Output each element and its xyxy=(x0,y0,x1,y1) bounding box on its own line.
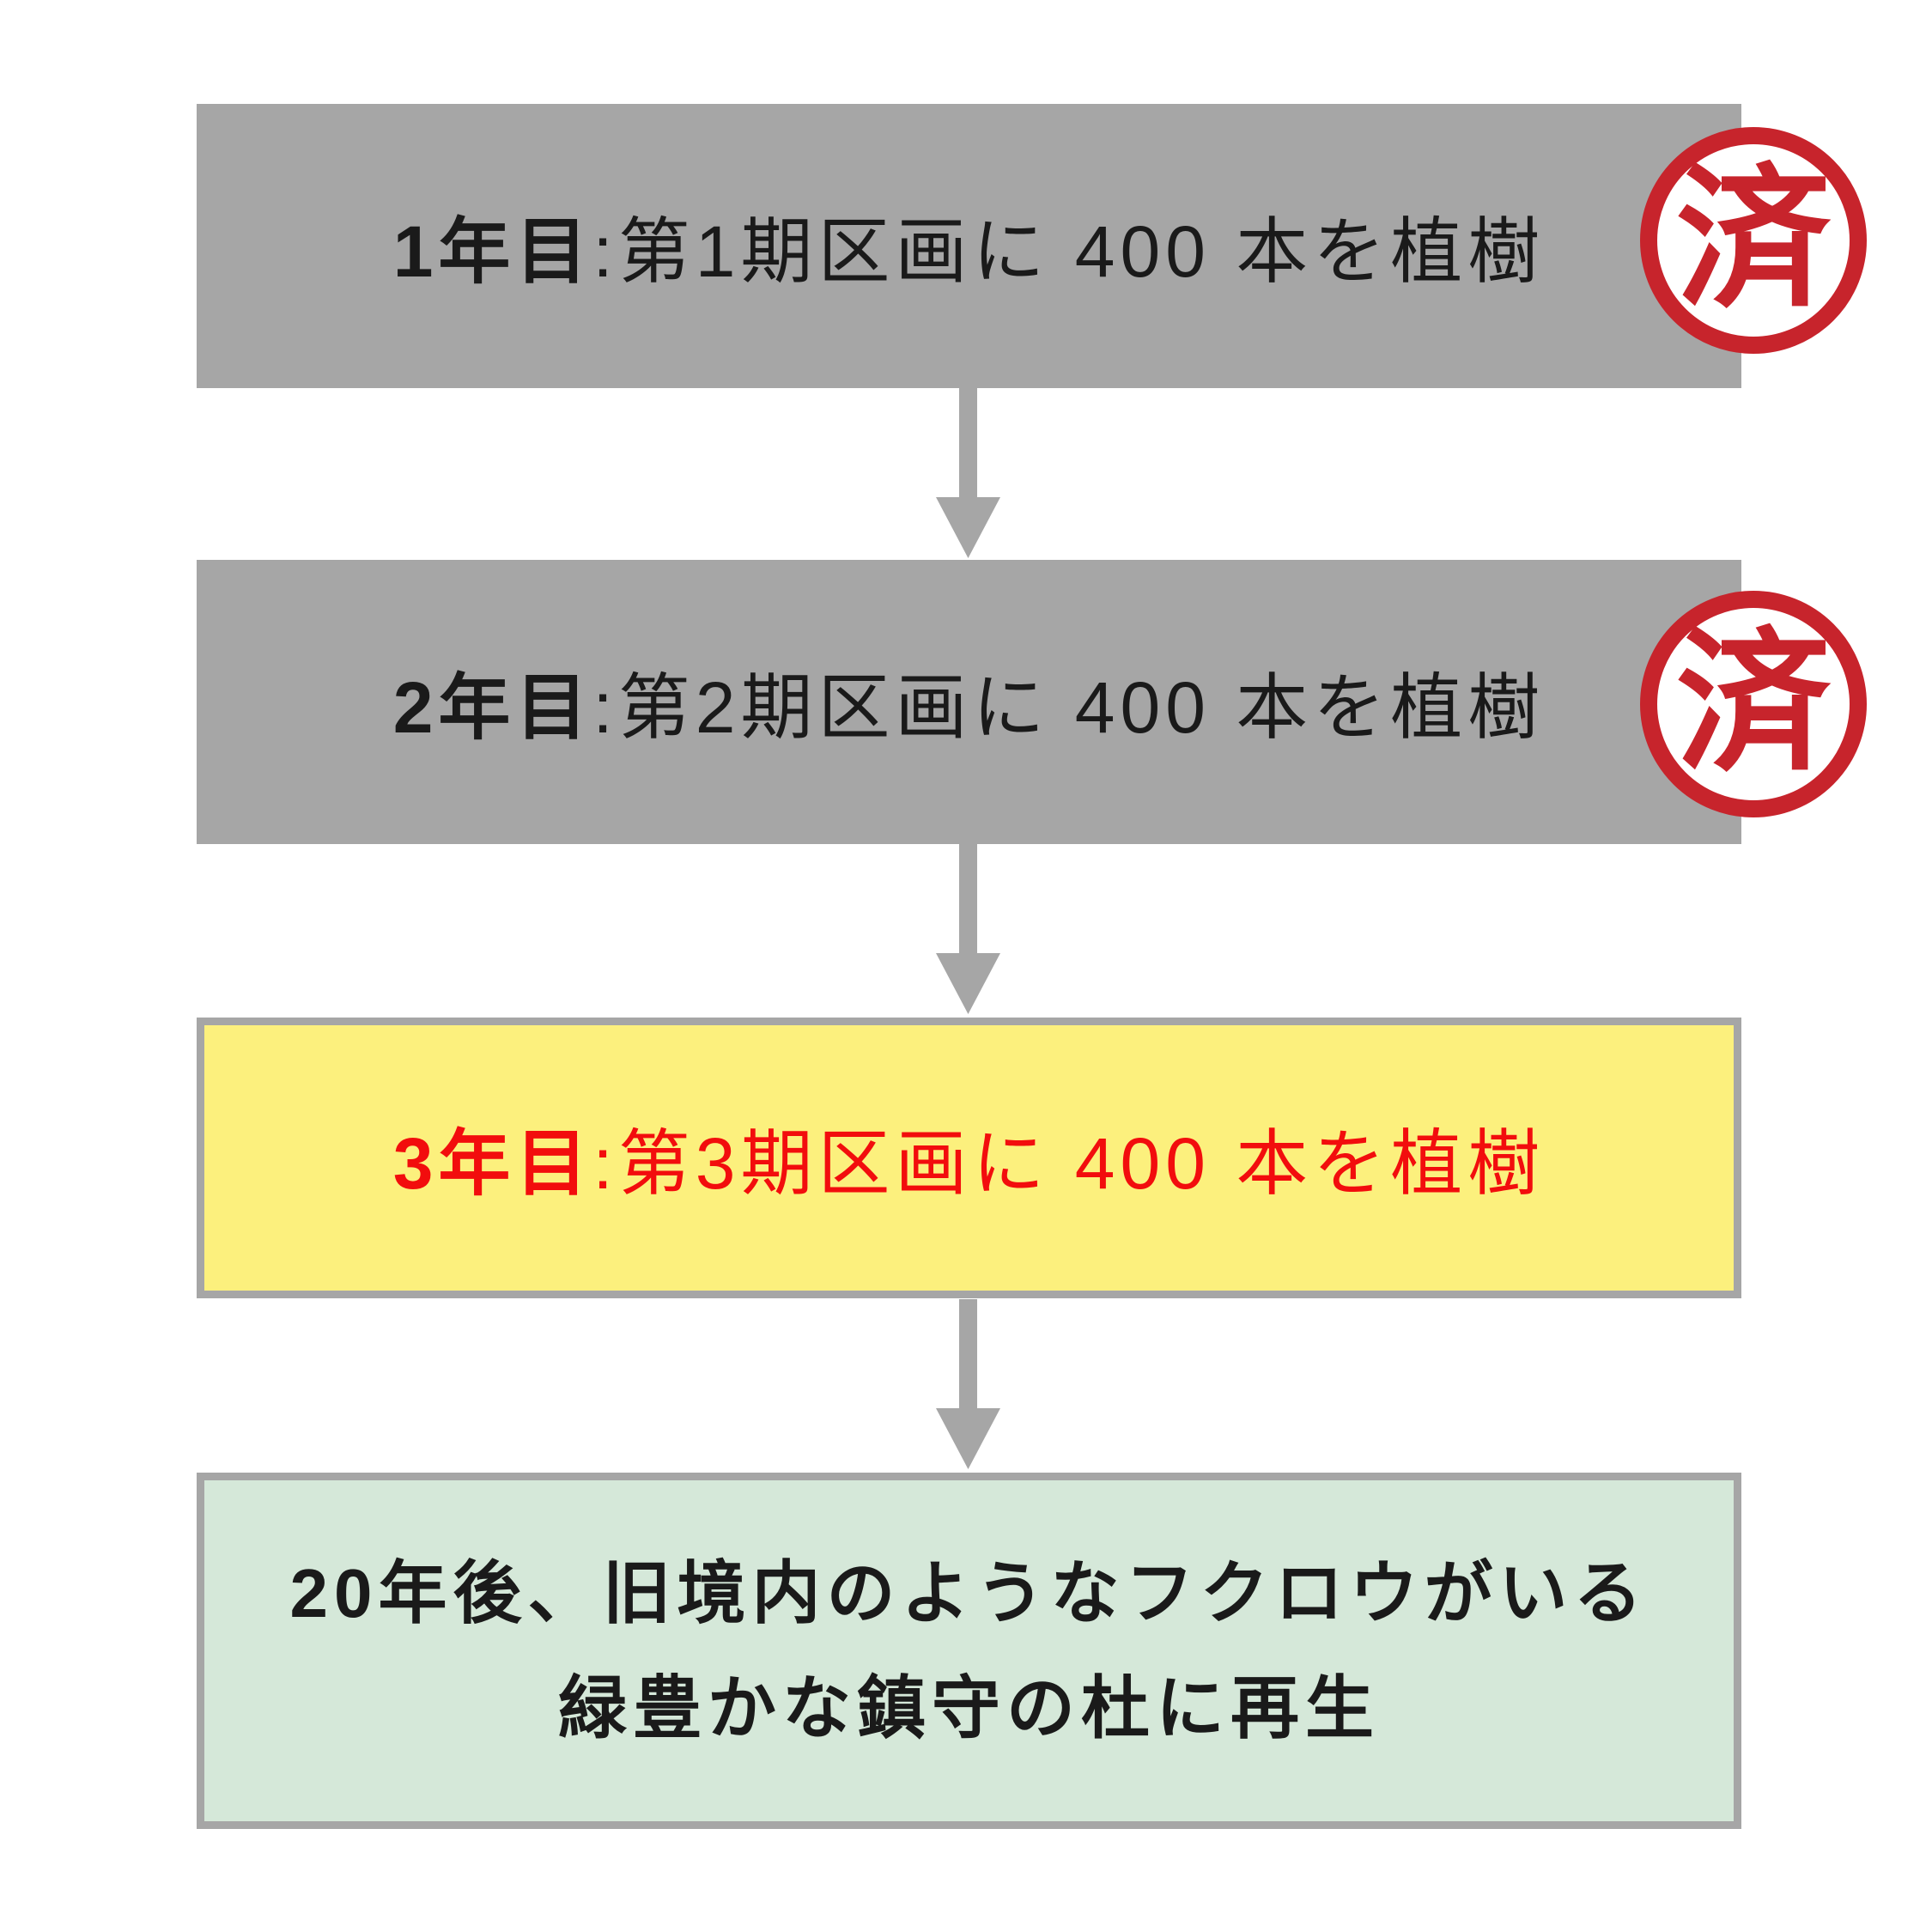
down-arrow-icon-3 xyxy=(936,1299,1000,1469)
flow-step-year2-box: 2年目:第2期区画に 400 本を植樹 xyxy=(197,560,1741,844)
flow-goal-box: 20年後、旧境内のようなフクロウがいる 緑豊かな鎮守の杜に再生 xyxy=(197,1473,1741,1829)
completed-stamp-year1-glyph: 済 xyxy=(1675,154,1831,326)
step-year3-label: 3年目:第3期区画に 400 本を植樹 xyxy=(393,1106,1546,1210)
step-year2-label-bold: 2年目 xyxy=(392,667,593,748)
step-year2-label-rest: :第2期区画に 400 本を植樹 xyxy=(592,667,1546,748)
goal-text-line2: 緑豊かな鎮守の杜に再生 xyxy=(558,1669,1380,1747)
step-year1-label-rest: :第1期区画に 400 本を植樹 xyxy=(592,211,1546,292)
completed-stamp-year2-glyph: 済 xyxy=(1675,617,1831,790)
goal-text-line1: 20年後、旧境内のようなフクロウがいる xyxy=(289,1554,1649,1631)
step-year3-label-rest: :第3期区画に 400 本を植樹 xyxy=(592,1123,1546,1204)
down-arrow-icon-1 xyxy=(936,388,1000,558)
down-arrow-icon-2 xyxy=(936,844,1000,1014)
flow-step-year3-box-current: 3年目:第3期区画に 400 本を植樹 xyxy=(197,1018,1741,1298)
flow-step-year1-box: 1年目:第1期区画に 400 本を植樹 xyxy=(197,104,1741,388)
step-year2-label: 2年目:第2期区画に 400 本を植樹 xyxy=(393,650,1546,754)
completed-stamp-year1: 済 xyxy=(1640,127,1867,354)
step-year1-label-bold: 1年目 xyxy=(392,211,593,292)
completed-stamp-year2: 済 xyxy=(1640,591,1867,817)
step-year3-label-bold: 3年目 xyxy=(392,1123,593,1204)
step-year1-label: 1年目:第1期区画に 400 本を植樹 xyxy=(393,194,1546,298)
